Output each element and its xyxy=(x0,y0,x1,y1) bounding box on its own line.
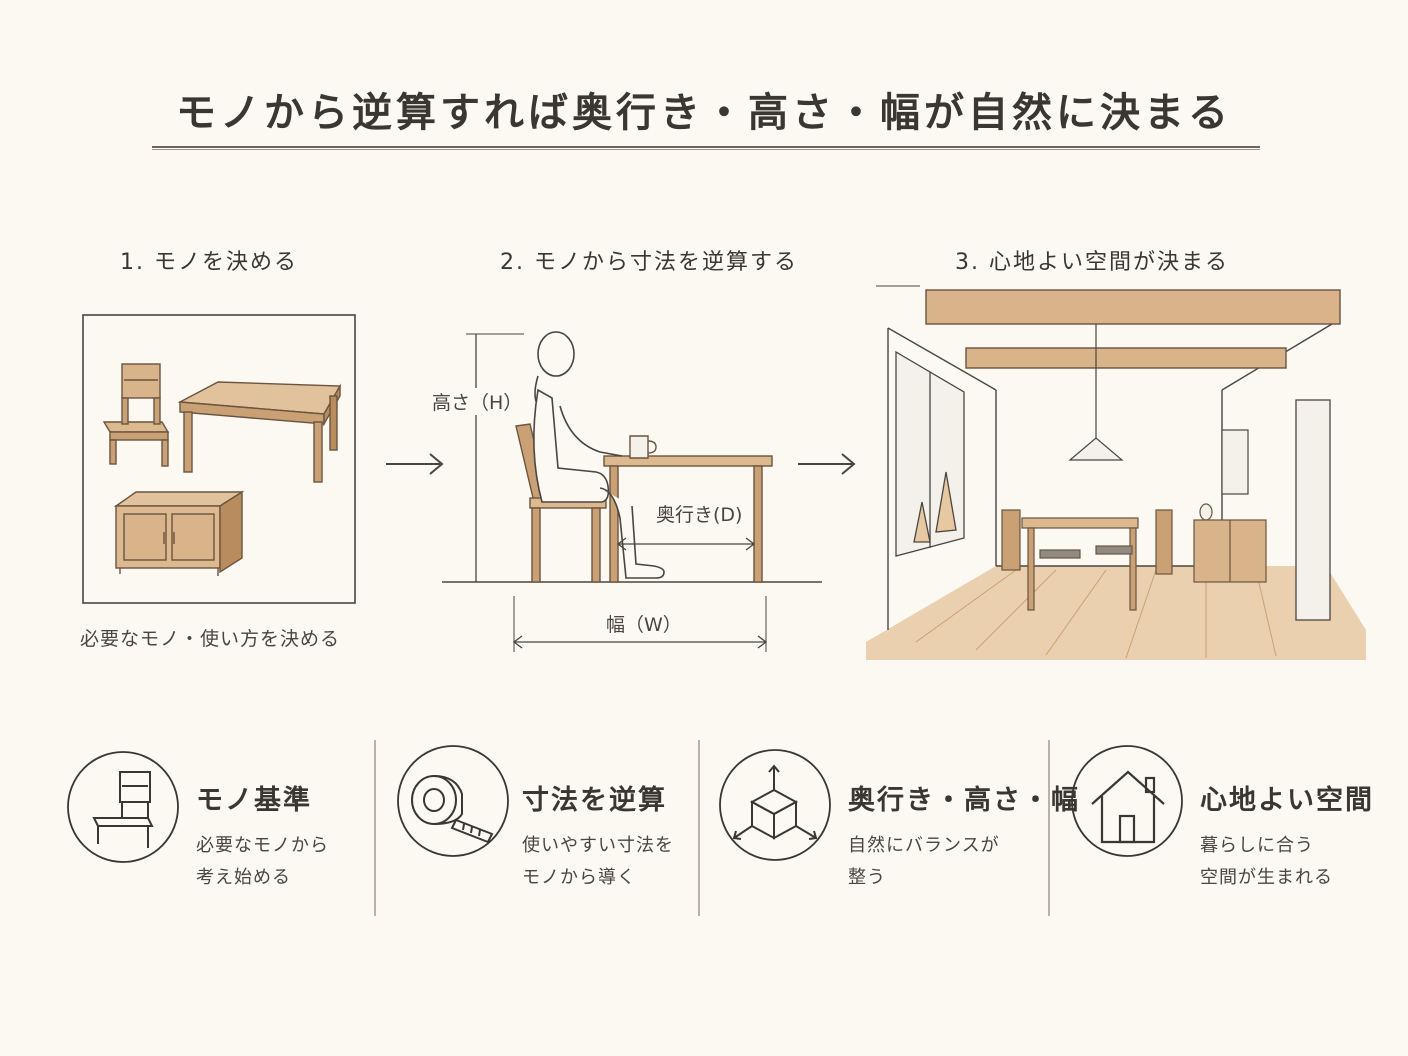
furniture-panel xyxy=(82,314,356,604)
page-title: モノから逆算すれば奥行き・高さ・幅が自然に決まる xyxy=(176,90,1232,136)
ceiling-beam xyxy=(925,289,1341,369)
feature-4-line-2: 空間が生まれる xyxy=(1200,867,1333,888)
feature-3-title: 奥行き・高さ・幅 xyxy=(848,785,1080,816)
feature-1-line-1: 必要なモノから xyxy=(196,835,329,856)
house-icon xyxy=(1091,770,1165,844)
width-label: 幅（W） xyxy=(604,610,684,637)
pendant-lamp xyxy=(1068,324,1124,461)
tape-measure-icon xyxy=(411,775,494,844)
sideboard-illustration xyxy=(1193,503,1267,583)
arrow-right-icon xyxy=(386,453,444,475)
chair-icon-circle xyxy=(67,751,179,863)
cube-axes-icon xyxy=(732,764,818,840)
chair-illustration xyxy=(102,363,170,467)
step-1-label: 1. モノを決める xyxy=(120,250,298,275)
feature-3-line-1: 自然にバランスが xyxy=(848,835,1000,856)
step-2-label: 2. モノから寸法を逆算する xyxy=(500,250,798,275)
title-underline xyxy=(152,146,1260,150)
height-label: 高さ（H） xyxy=(430,388,525,415)
feature-1-line-2: 考え始める xyxy=(196,867,291,888)
cube-axes-icon-circle xyxy=(719,749,831,861)
person-illustration xyxy=(533,331,665,579)
feature-4-line-1: 暮らしに合う xyxy=(1200,835,1314,856)
table-illustration xyxy=(177,381,342,483)
feature-2-title: 寸法を逆算 xyxy=(522,785,667,816)
table-illustration xyxy=(603,435,773,583)
room-illustration xyxy=(866,285,1366,660)
feature-2-line-1: 使いやすい寸法を xyxy=(522,835,674,856)
feature-divider xyxy=(1048,740,1050,916)
feature-divider xyxy=(374,740,376,916)
dimension-diagram xyxy=(442,331,822,652)
tape-measure-icon-circle xyxy=(397,745,509,857)
sideboard-illustration xyxy=(113,490,245,576)
depth-label: 奥行き(D) xyxy=(654,500,745,527)
arrow-right-icon xyxy=(798,453,856,475)
feature-4-title: 心地よい空間 xyxy=(1200,785,1374,816)
door xyxy=(1295,399,1331,621)
step-3-label: 3. 心地よい空間が決まる xyxy=(955,250,1229,275)
feature-3-line-2: 整う xyxy=(848,867,886,888)
window xyxy=(895,350,965,557)
feature-divider xyxy=(698,740,700,916)
chair-icon xyxy=(92,771,154,848)
feature-1-title: モノ基準 xyxy=(196,785,312,816)
picture-frame xyxy=(1221,429,1249,495)
step-1-caption: 必要なモノ・使い方を決める xyxy=(80,628,341,650)
feature-2-line-2: モノから導く xyxy=(522,867,636,888)
house-icon-circle xyxy=(1071,745,1183,857)
dining-set xyxy=(1001,509,1173,611)
